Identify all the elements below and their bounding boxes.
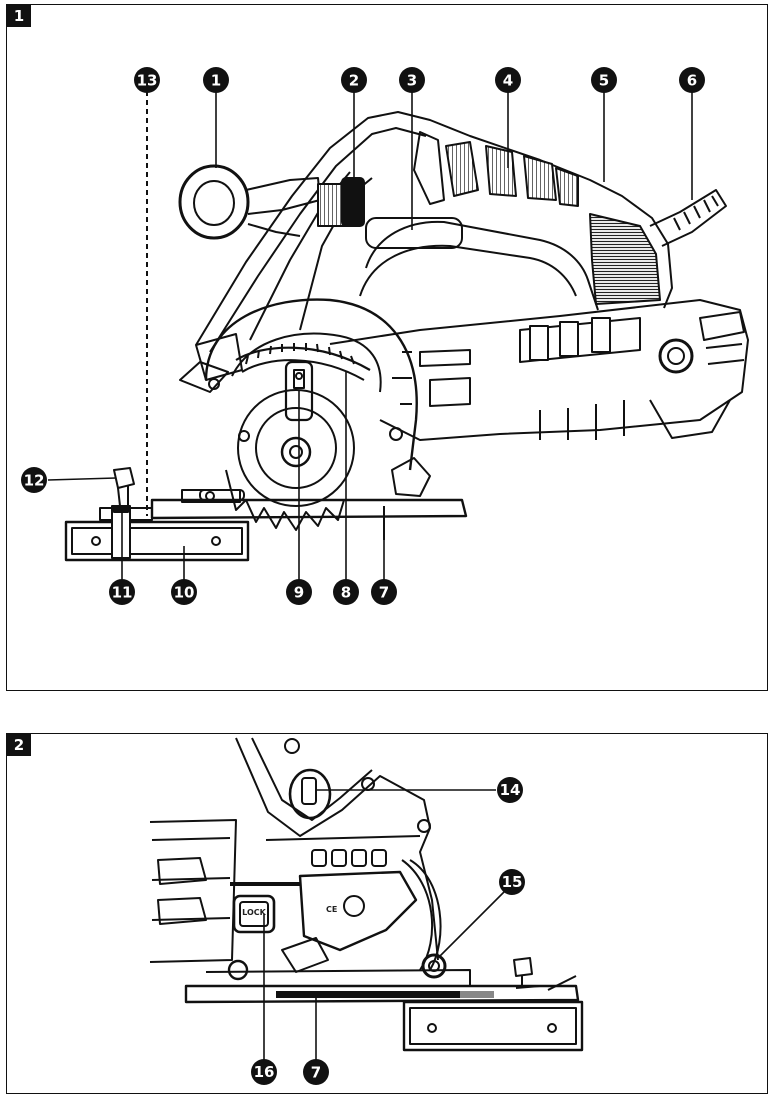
svg-text:13: 13 bbox=[137, 72, 158, 90]
saw-side-view bbox=[64, 82, 749, 562]
callout-11: 11 bbox=[109, 579, 135, 605]
svg-text:7: 7 bbox=[311, 1064, 321, 1082]
callout-7b: 7 bbox=[303, 1059, 329, 1085]
callout-2: 2 bbox=[341, 67, 367, 93]
callout-3: 3 bbox=[399, 67, 425, 93]
callout-12: 12 bbox=[21, 467, 47, 493]
svg-text:7: 7 bbox=[379, 584, 389, 602]
saw-front-view: LOCK CE bbox=[149, 737, 584, 1052]
motor-housing bbox=[329, 299, 749, 441]
leader-lines-fig2 bbox=[263, 789, 505, 1060]
figure-2-tag: 2 bbox=[7, 734, 31, 756]
svg-text:12: 12 bbox=[24, 472, 45, 490]
svg-text:15: 15 bbox=[502, 873, 523, 891]
main-body bbox=[195, 111, 727, 353]
callouts-fig2: 14 15 16 7 bbox=[251, 777, 525, 1085]
callout-14: 14 bbox=[497, 777, 523, 803]
leader-lines-fig1 bbox=[47, 92, 693, 580]
callout-13: 13 bbox=[134, 67, 160, 93]
callout-5: 5 bbox=[591, 67, 617, 93]
callout-10: 10 bbox=[171, 579, 197, 605]
callout-7: 7 bbox=[371, 579, 397, 605]
svg-text:10: 10 bbox=[174, 584, 195, 602]
svg-text:11: 11 bbox=[112, 584, 133, 602]
svg-text:2: 2 bbox=[349, 72, 359, 90]
callouts-fig1: 1 2 3 4 5 6 7 8 9 10 11 12 13 bbox=[21, 67, 705, 605]
figure-1-tag: 1 bbox=[7, 5, 31, 27]
svg-text:1: 1 bbox=[211, 72, 221, 90]
svg-text:8: 8 bbox=[341, 584, 351, 602]
svg-text:5: 5 bbox=[599, 72, 609, 90]
svg-text:16: 16 bbox=[254, 1063, 275, 1081]
front-handle bbox=[178, 164, 321, 240]
svg-text:4: 4 bbox=[503, 72, 513, 90]
svg-text:9: 9 bbox=[294, 584, 304, 602]
callout-15: 15 bbox=[499, 869, 525, 895]
parallel-guide bbox=[64, 467, 250, 562]
svg-text:6: 6 bbox=[687, 72, 697, 90]
callout-4: 4 bbox=[495, 67, 521, 93]
callout-16: 16 bbox=[251, 1059, 277, 1085]
callout-1: 1 bbox=[203, 67, 229, 93]
figure-2-panel: 2 bbox=[6, 733, 768, 1094]
blade-assembly bbox=[179, 298, 431, 531]
svg-text:CE: CE bbox=[326, 905, 337, 914]
svg-text:14: 14 bbox=[500, 781, 521, 799]
svg-text:3: 3 bbox=[407, 72, 417, 90]
svg-text:LOCK: LOCK bbox=[242, 908, 266, 917]
callout-6: 6 bbox=[679, 67, 705, 93]
callout-9: 9 bbox=[286, 579, 312, 605]
callout-8: 8 bbox=[333, 579, 359, 605]
